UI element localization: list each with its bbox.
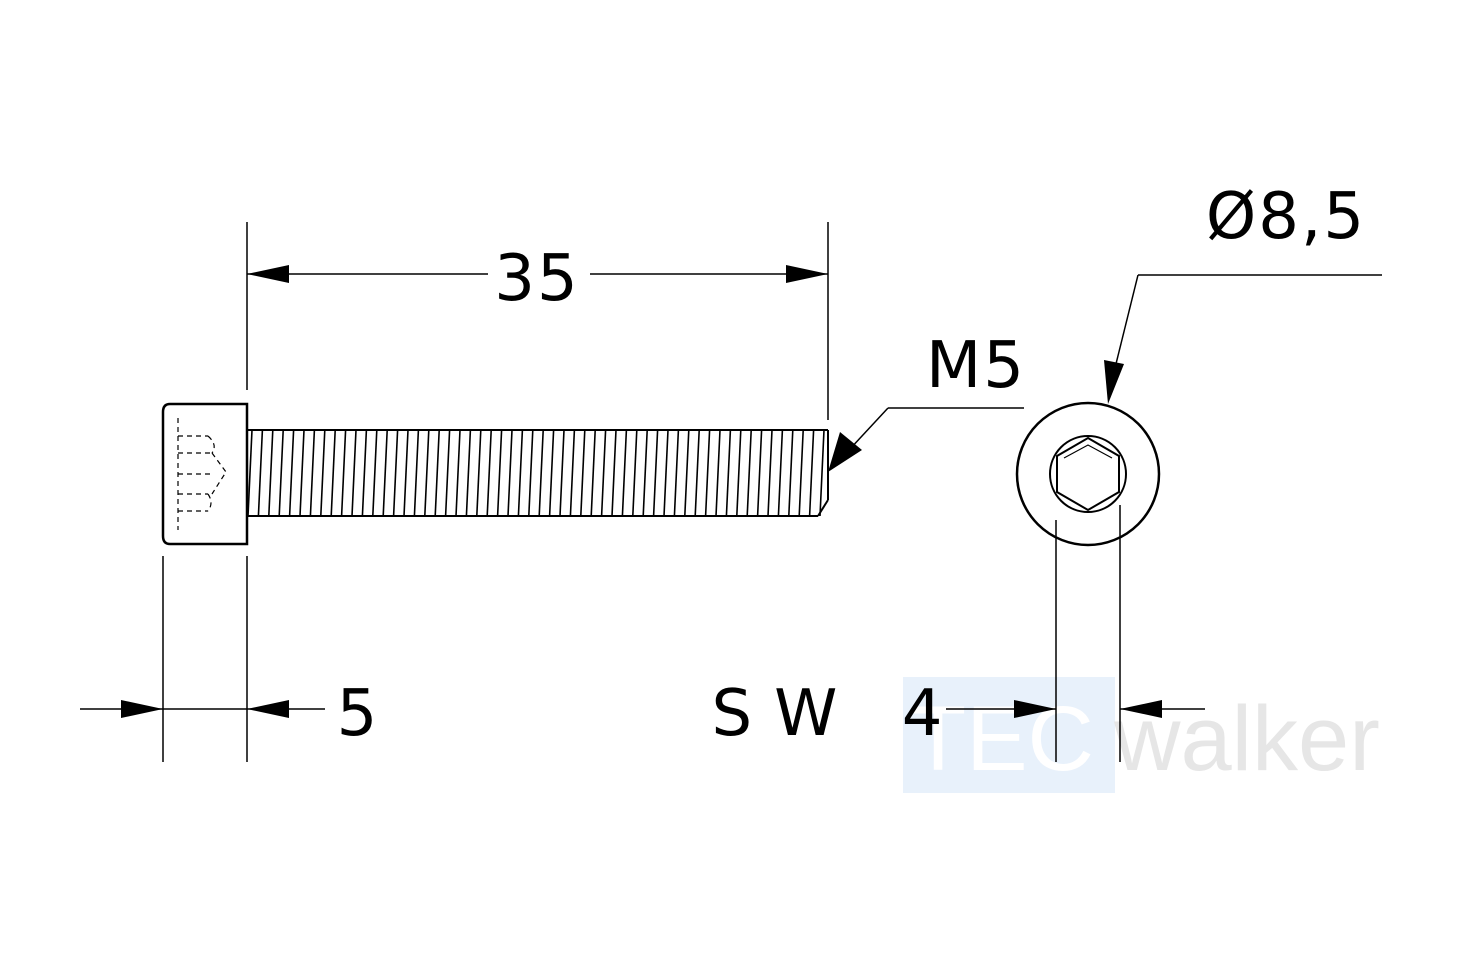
- thread-line: [465, 430, 472, 516]
- thread-line: [684, 430, 690, 516]
- watermark: TEC walker: [903, 677, 1380, 793]
- diameter-leader: Ø8,5: [1104, 180, 1382, 404]
- thread-line: [798, 430, 804, 516]
- thread-line: [694, 430, 700, 516]
- thread-line: [580, 430, 586, 516]
- thread-line: [434, 430, 440, 516]
- thread-line: [413, 430, 420, 516]
- thread-line: [517, 430, 524, 516]
- thread-line: [548, 430, 555, 516]
- thread-line: [600, 430, 607, 516]
- thread-line: [382, 430, 388, 516]
- thread-line: [736, 430, 742, 516]
- socket-hidden-lines: [177, 418, 227, 530]
- thread-line: [538, 430, 544, 516]
- thread-line: [767, 430, 773, 516]
- thread-line: [278, 430, 284, 516]
- thread-line: [715, 430, 721, 516]
- thread-line: [808, 430, 815, 516]
- thread-line: [320, 430, 326, 516]
- thread-line: [330, 430, 336, 516]
- thread-line: [621, 430, 628, 516]
- thread-line: [590, 430, 596, 516]
- wrench-size-label: SW 4: [712, 677, 965, 751]
- thread-line: [642, 430, 648, 516]
- hex-socket-inner: [1063, 444, 1113, 459]
- diameter-label: Ø8,5: [1206, 180, 1366, 254]
- thread-line: [756, 430, 763, 516]
- thread-line: [372, 430, 378, 516]
- hex-socket: [1056, 436, 1120, 512]
- thread-line: [652, 430, 659, 516]
- screw-end-view: [1015, 401, 1161, 547]
- arrowhead-left: [247, 265, 289, 283]
- thread-label: M5: [926, 329, 1026, 403]
- thread-line: [528, 430, 534, 516]
- thread-line: [299, 430, 305, 516]
- thread-line: [819, 430, 825, 516]
- thread-line: [361, 430, 368, 516]
- length-dimension: 35: [246, 222, 829, 420]
- thread-line: [309, 430, 316, 516]
- thread-line: [424, 430, 430, 516]
- thread-lines: [247, 430, 825, 516]
- thread-line: [392, 430, 399, 516]
- thread-line: [476, 430, 482, 516]
- thread-line: [455, 430, 461, 516]
- screw-side-view: [161, 402, 829, 546]
- thread-line: [746, 430, 752, 516]
- thread-line: [247, 430, 253, 516]
- thread-line: [725, 430, 732, 516]
- thread-line: [788, 430, 794, 516]
- arrowhead-right: [786, 265, 828, 283]
- length-label: 35: [494, 242, 579, 316]
- thread-line: [268, 430, 274, 516]
- thread-line: [444, 430, 451, 516]
- thread-line: [569, 430, 576, 516]
- thread-line: [496, 430, 503, 516]
- thread-line: [777, 430, 784, 516]
- screw-head: [161, 402, 249, 546]
- thread-line: [351, 430, 357, 516]
- thread-line: [507, 430, 513, 516]
- wrench-size-dimension: SW 4: [712, 505, 1205, 762]
- head-outer-circle: [1015, 401, 1161, 547]
- thread-line: [559, 430, 565, 516]
- thread-line: [403, 430, 409, 516]
- thread-line: [340, 430, 347, 516]
- watermark-tec: TEC: [910, 688, 1094, 790]
- socket-circle: [1049, 435, 1127, 513]
- head-height-label: 5: [337, 677, 380, 751]
- thread-line: [486, 430, 492, 516]
- thread-line: [632, 430, 638, 516]
- thread-line: [704, 430, 711, 516]
- watermark-box: [903, 677, 1115, 793]
- leader-arrowhead: [828, 432, 862, 472]
- thread-line: [673, 430, 680, 516]
- thread-line: [288, 430, 295, 516]
- thread-line: [611, 430, 617, 516]
- thread-line: [257, 430, 264, 516]
- thread-line: [663, 430, 669, 516]
- thread-leader: M5: [828, 329, 1026, 472]
- head-height-dimension: 5: [80, 556, 380, 762]
